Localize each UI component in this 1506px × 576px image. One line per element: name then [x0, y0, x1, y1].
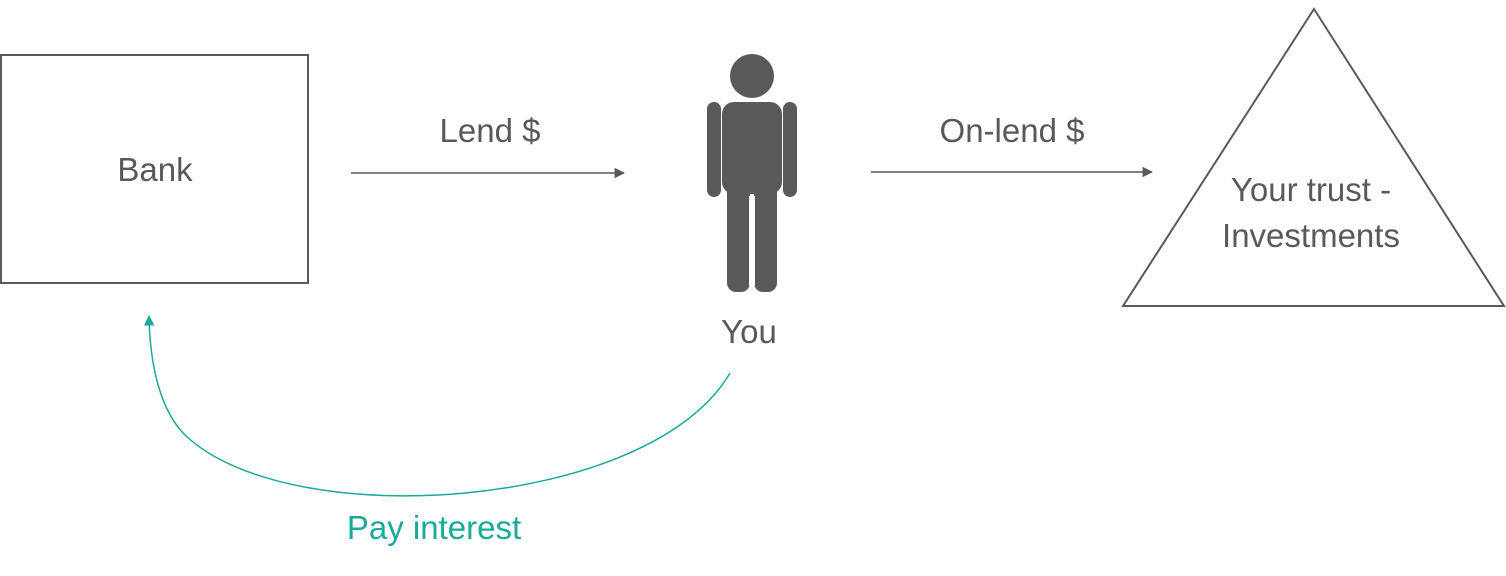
lend-label: Lend $	[440, 112, 541, 149]
you-label: You	[721, 313, 777, 350]
trust-label-line1: Your trust -	[1231, 171, 1391, 208]
trust-node: Your trust - Investments	[1121, 7, 1506, 307]
on-lend-edge: On-lend $	[871, 112, 1154, 178]
lend-edge: Lend $	[351, 112, 626, 179]
on-lend-label: On-lend $	[940, 112, 1085, 149]
pay-interest-arrow	[143, 314, 731, 497]
person-icon	[707, 54, 797, 292]
bank-box	[0, 54, 309, 284]
pay-interest-label: Pay interest	[347, 509, 521, 546]
trust-label-line2: Investments	[1222, 217, 1400, 254]
you-node: You	[707, 54, 797, 350]
bank-node: Bank	[0, 54, 309, 284]
trust-triangle	[1121, 7, 1506, 307]
pay-interest-edge: Pay interest	[143, 314, 731, 546]
bank-label: Bank	[117, 151, 193, 188]
